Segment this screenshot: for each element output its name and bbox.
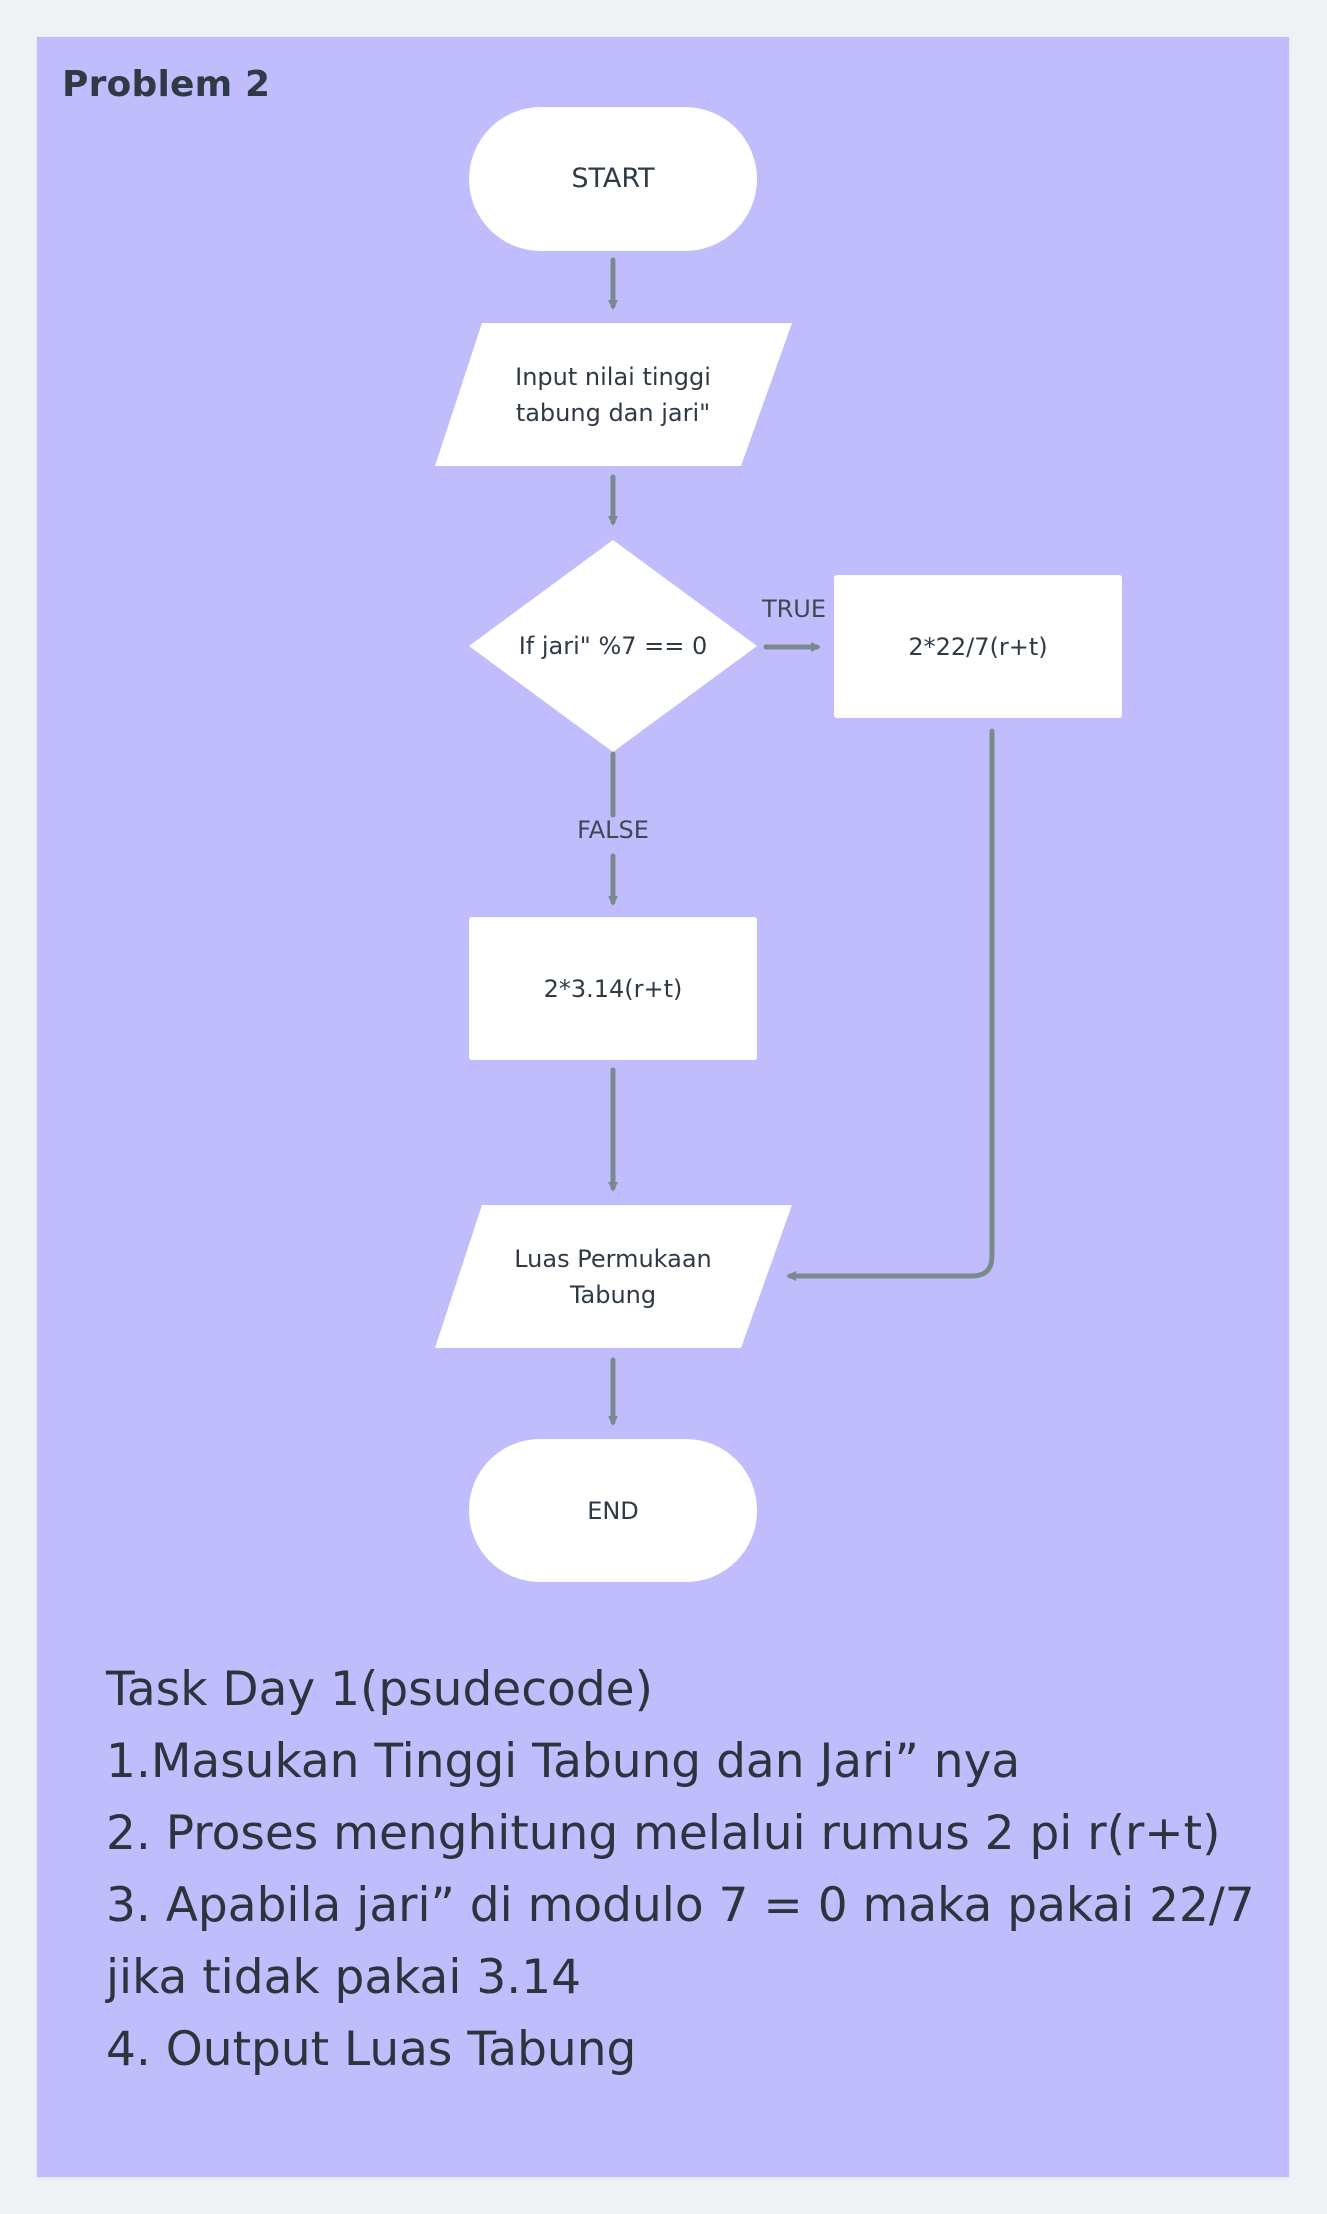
task-line: 2. Proses menghitung melalui rumus 2 pi …	[106, 1806, 1221, 1861]
end-label: END	[587, 1496, 639, 1525]
end-node	[469, 1439, 757, 1582]
output-label: Luas Permukaan Tabung	[514, 1244, 712, 1309]
task-line: jika tidak pakai 3.14	[106, 1950, 582, 2005]
true-edge-label: TRUE	[761, 595, 827, 623]
false-edge-label: FALSE	[577, 816, 649, 844]
decision-node	[469, 540, 757, 752]
input-label: Input nilai tinggi tabung dan jari"	[515, 362, 711, 427]
task-line: 4. Output Luas Tabung	[106, 2022, 637, 2077]
task-line: 3. Apabila jari” di modulo 7 = 0 maka pa…	[106, 1878, 1255, 1933]
start-label: START	[571, 163, 655, 194]
output-node	[435, 1205, 792, 1348]
task-line: 1.Masukan Tinggi Tabung dan Jari” nya	[106, 1734, 1021, 1789]
true-process-node	[834, 575, 1122, 718]
input-node	[435, 323, 792, 466]
flowchart	[435, 107, 1122, 1582]
page-title: Problem 2	[62, 64, 271, 105]
task-notes: Task Day 1(psudecode) 1.Masukan Tinggi T…	[106, 1654, 1256, 2086]
edge-true-to-output	[786, 728, 995, 1281]
start-node	[469, 107, 757, 251]
decision-label: If jari" %7 == 0	[518, 632, 708, 660]
task-heading: Task Day 1(psudecode)	[106, 1662, 653, 1717]
false-process-node	[469, 917, 757, 1060]
true-process-label: 2*22/7(r+t)	[908, 632, 1048, 661]
false-process-label: 2*3.14(r+t)	[543, 974, 683, 1003]
